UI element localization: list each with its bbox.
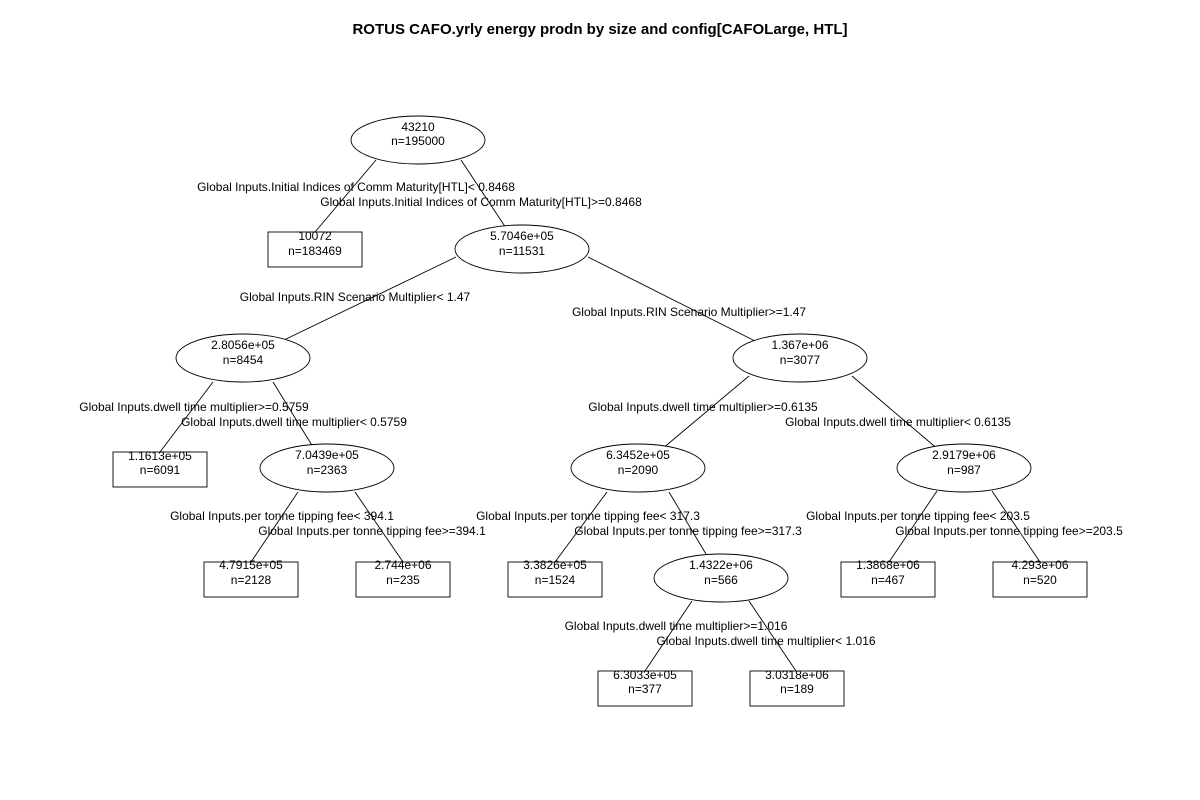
edge-n10-n13 bbox=[668, 491, 707, 555]
node-n15-value: 3.0318e+06 bbox=[765, 668, 829, 682]
node-n12-count: n=1524 bbox=[535, 573, 576, 587]
edge-n5-n10 bbox=[661, 375, 750, 450]
node-n5-count: n=3077 bbox=[780, 353, 821, 367]
node-n17-count: n=520 bbox=[1023, 573, 1057, 587]
split-4-left-label: Global Inputs.per tonne tipping fee< 394… bbox=[170, 509, 394, 523]
node-n4-value: 2.8056e+05 bbox=[211, 338, 275, 352]
tree-split-labels: Global Inputs.Initial Indices of Comm Ma… bbox=[79, 180, 1123, 648]
node-n2-shape bbox=[267, 231, 363, 268]
split-5-right-label: Global Inputs.dwell time multiplier< 0.6… bbox=[785, 415, 1011, 429]
node-n17-shape bbox=[992, 561, 1088, 598]
edge-n3-n5 bbox=[587, 256, 762, 345]
node-n14-count: n=377 bbox=[628, 682, 662, 696]
split-1-left-label: Global Inputs.Initial Indices of Comm Ma… bbox=[197, 180, 515, 194]
edge-n11-n17 bbox=[991, 490, 1041, 563]
split-6-right-label: Global Inputs.per tonne tipping fee>=317… bbox=[574, 524, 802, 538]
node-n13-count: n=566 bbox=[704, 573, 738, 587]
split-3-right-label: Global Inputs.dwell time multiplier< 0.5… bbox=[181, 415, 407, 429]
edge-n13-n14 bbox=[644, 600, 693, 672]
edge-n5-n11 bbox=[851, 375, 941, 452]
node-n1-shape bbox=[350, 115, 486, 165]
edge-n3-n4 bbox=[283, 256, 457, 341]
node-n16-shape bbox=[840, 561, 936, 598]
chart-title: ROTUS CAFO.yrly energy prodn by size and… bbox=[352, 21, 848, 38]
node-n9-value: 2.744e+06 bbox=[374, 558, 431, 572]
split-3-left-label: Global Inputs.dwell time multiplier>=0.5… bbox=[79, 400, 309, 414]
node-n10-count: n=2090 bbox=[618, 463, 659, 477]
edge-n11-n16 bbox=[888, 490, 938, 563]
edge-n13-n15 bbox=[748, 600, 797, 672]
node-n17-value: 4.293e+06 bbox=[1011, 558, 1068, 572]
node-n1-count: n=195000 bbox=[391, 134, 445, 148]
node-n10-shape bbox=[570, 443, 706, 493]
node-n3-value: 5.7046e+05 bbox=[490, 229, 554, 243]
split-6-left-label: Global Inputs.per tonne tipping fee< 317… bbox=[476, 509, 700, 523]
split-7-left-label: Global Inputs.dwell time multiplier>=1.0… bbox=[565, 619, 788, 633]
node-n7-shape bbox=[259, 443, 395, 493]
edge-n7-n8 bbox=[250, 491, 299, 563]
tree-nodes bbox=[112, 115, 1088, 707]
edge-n7-n9 bbox=[354, 491, 404, 563]
node-n13-value: 1.4322e+06 bbox=[689, 558, 753, 572]
node-n14-shape bbox=[597, 670, 693, 707]
edge-n1-n3 bbox=[460, 159, 507, 229]
node-n4-count: n=8454 bbox=[223, 353, 264, 367]
split-4-right-label: Global Inputs.per tonne tipping fee>=394… bbox=[258, 524, 486, 538]
node-n11-shape bbox=[896, 443, 1032, 493]
node-n6-value: 1.1613e+05 bbox=[128, 449, 192, 463]
node-n12-value: 3.3826e+05 bbox=[523, 558, 587, 572]
edge-n1-n2 bbox=[314, 159, 377, 233]
node-n9-count: n=235 bbox=[386, 573, 420, 587]
node-n6-shape bbox=[112, 451, 208, 488]
node-n11-count: n=987 bbox=[947, 463, 981, 477]
split-1-right-label: Global Inputs.Initial Indices of Comm Ma… bbox=[320, 195, 642, 209]
node-n3-count: n=11531 bbox=[499, 244, 545, 258]
node-n3-shape bbox=[454, 224, 590, 274]
node-n11-value: 2.9179e+06 bbox=[932, 448, 996, 462]
tree-node-labels: 43210 n=195000 10072 n=183469 5.7046e+05… bbox=[128, 120, 1069, 696]
edge-n4-n6 bbox=[159, 381, 214, 453]
node-n16-count: n=467 bbox=[871, 573, 905, 587]
node-n14-value: 6.3033e+05 bbox=[613, 668, 677, 682]
node-n15-shape bbox=[749, 670, 845, 707]
node-n8-shape bbox=[203, 561, 299, 598]
node-n8-count: n=2128 bbox=[231, 573, 272, 587]
node-n12-shape bbox=[507, 561, 603, 598]
tree-edges bbox=[159, 159, 1041, 672]
edge-n10-n12 bbox=[554, 491, 608, 563]
split-7-right-label: Global Inputs.dwell time multiplier< 1.0… bbox=[656, 634, 875, 648]
split-8-right-label: Global Inputs.per tonne tipping fee>=203… bbox=[895, 524, 1123, 538]
node-n10-value: 6.3452e+05 bbox=[606, 448, 670, 462]
node-n7-count: n=2363 bbox=[307, 463, 348, 477]
node-n5-shape bbox=[732, 333, 868, 383]
node-n1-value: 43210 bbox=[401, 120, 435, 134]
split-8-left-label: Global Inputs.per tonne tipping fee< 203… bbox=[806, 509, 1030, 523]
split-2-right-label: Global Inputs.RIN Scenario Multiplier>=1… bbox=[572, 305, 806, 319]
split-5-left-label: Global Inputs.dwell time multiplier>=0.6… bbox=[588, 400, 818, 414]
node-n8-value: 4.7915e+05 bbox=[219, 558, 283, 572]
node-n6-count: n=6091 bbox=[140, 463, 181, 477]
split-2-left-label: Global Inputs.RIN Scenario Multiplier< 1… bbox=[240, 290, 471, 304]
node-n2-value: 10072 bbox=[298, 229, 332, 243]
node-n9-shape bbox=[355, 561, 451, 598]
node-n13-shape bbox=[653, 553, 789, 603]
node-n7-value: 7.0439e+05 bbox=[295, 448, 359, 462]
node-n16-value: 1.3868e+06 bbox=[856, 558, 920, 572]
node-n15-count: n=189 bbox=[780, 682, 814, 696]
edge-n4-n7 bbox=[272, 381, 314, 448]
node-n2-count: n=183469 bbox=[288, 244, 342, 258]
node-n5-value: 1.367e+06 bbox=[771, 338, 828, 352]
node-n4-shape bbox=[175, 333, 311, 383]
